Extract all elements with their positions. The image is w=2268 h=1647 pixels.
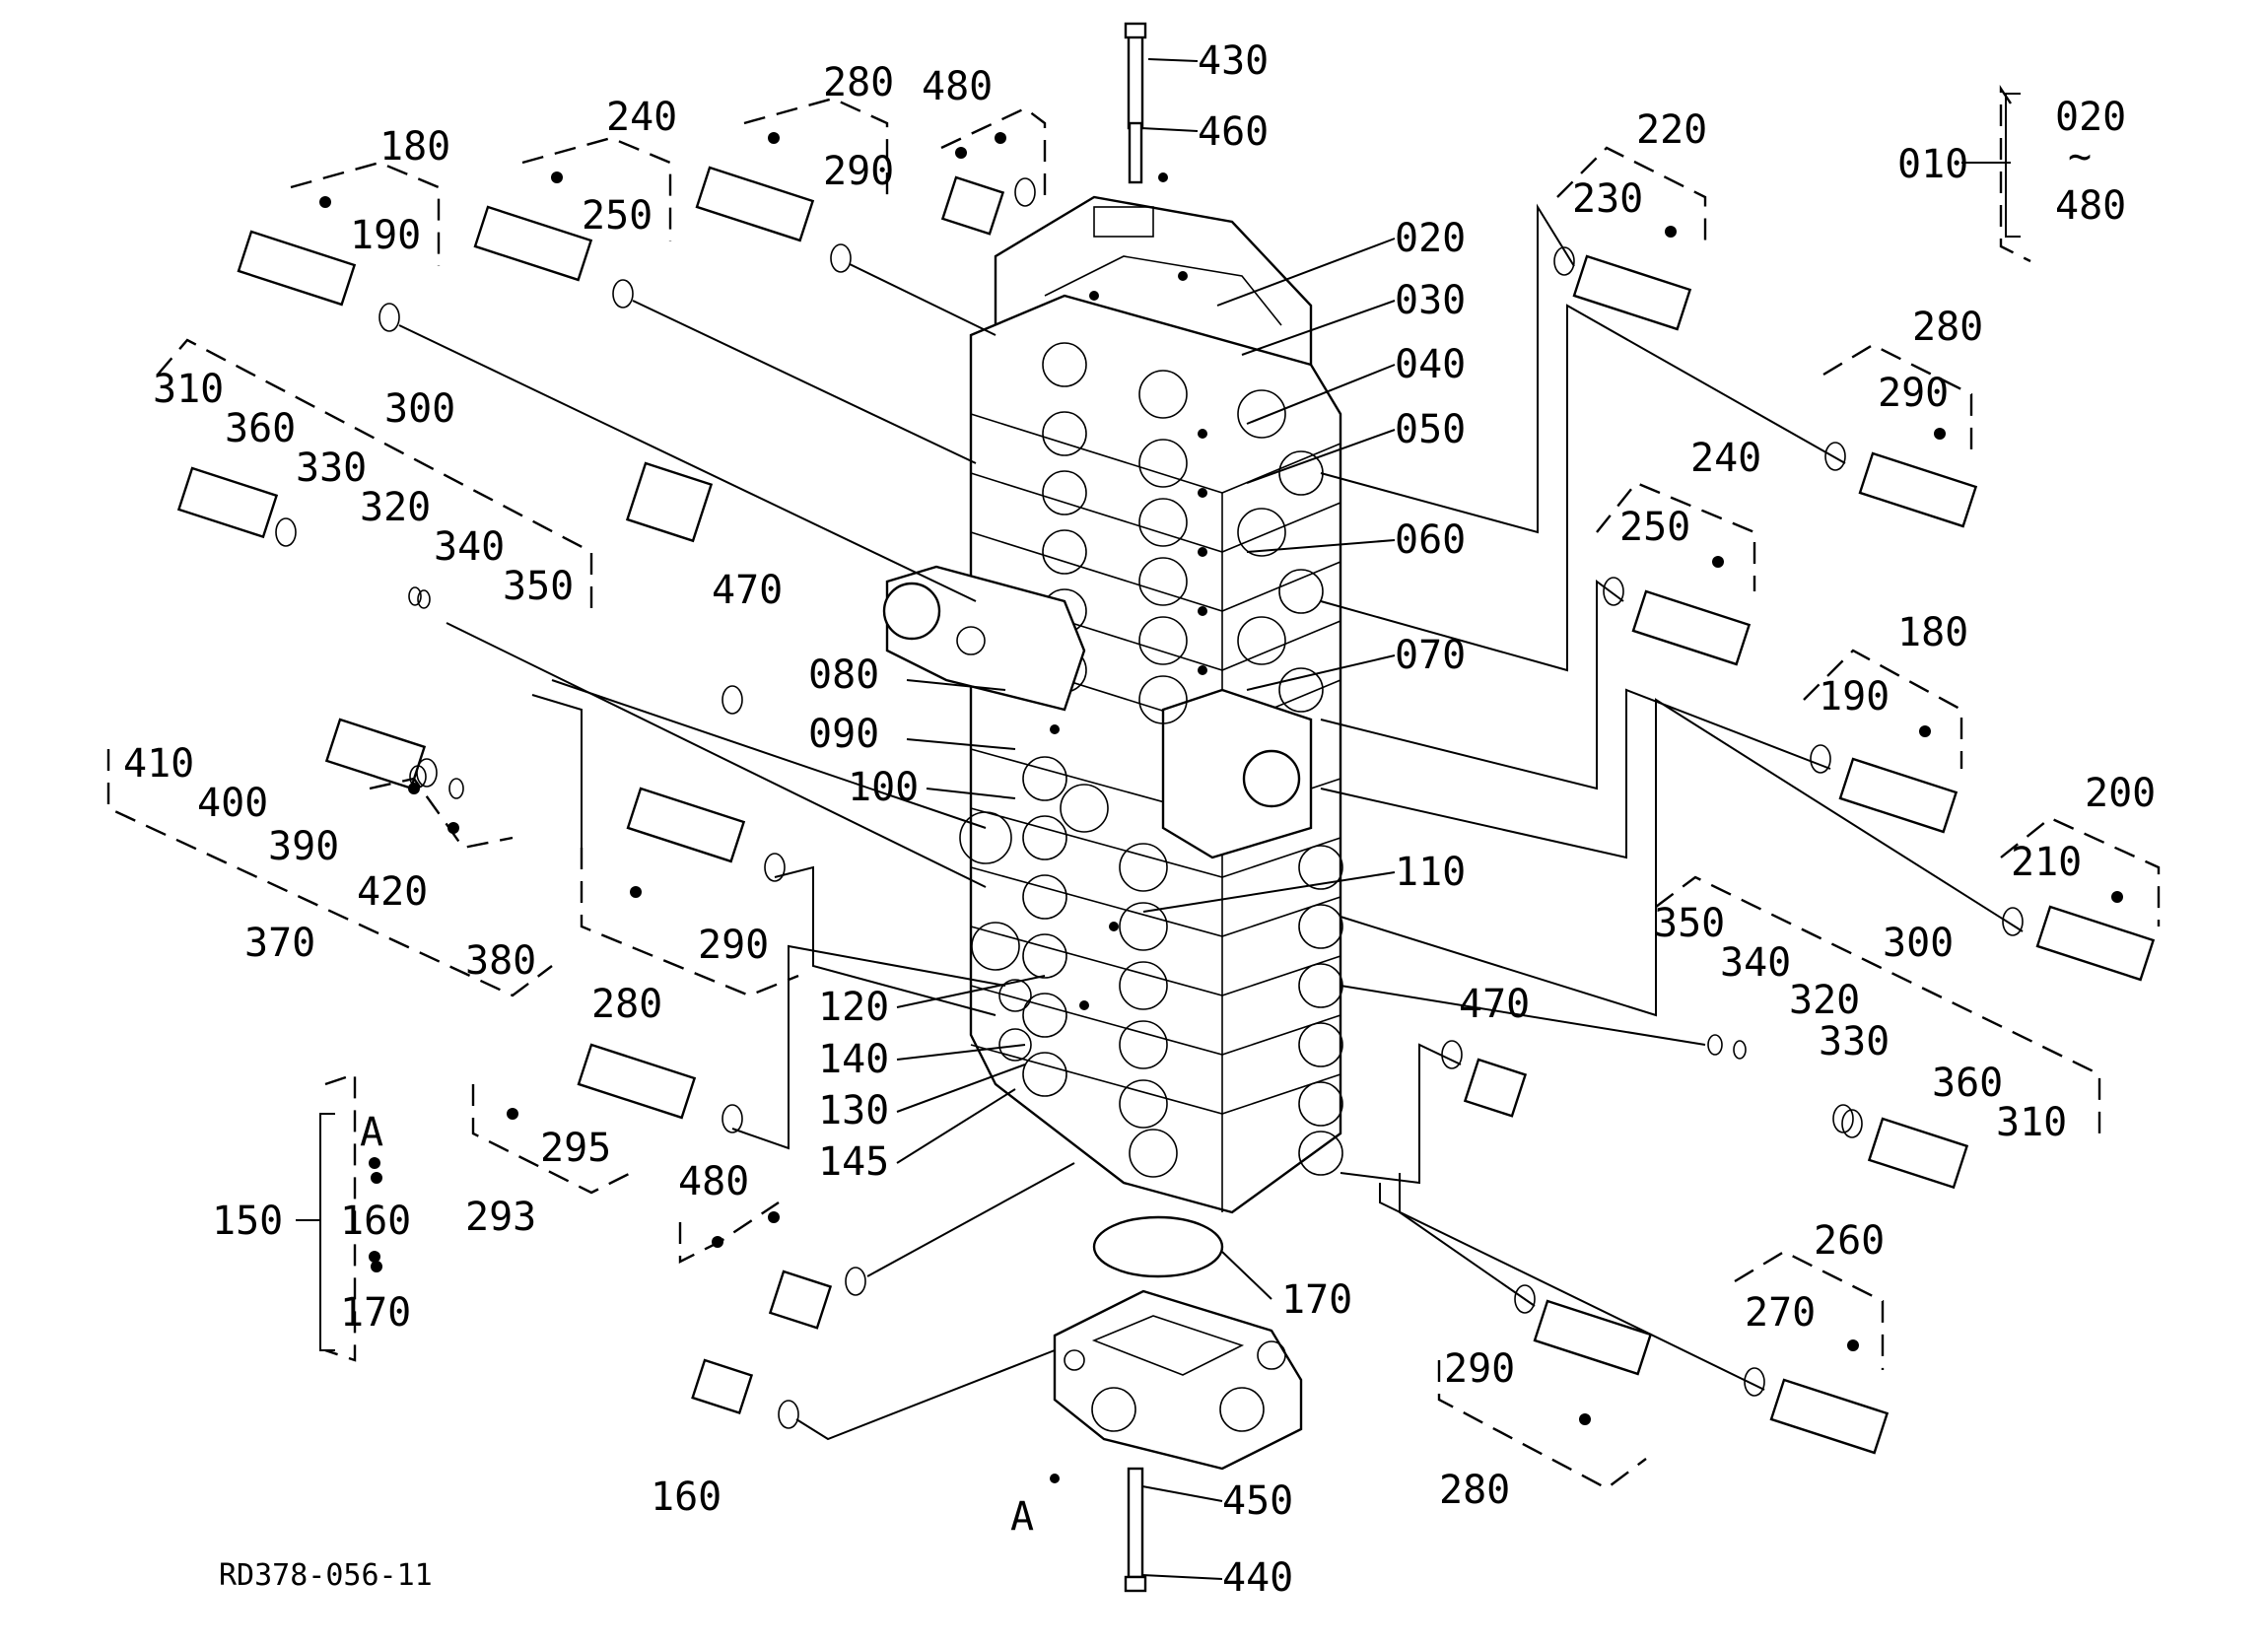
label-180-right: 180 [1897, 610, 1968, 655]
label-420: 420 [357, 869, 428, 915]
label-350-right: 350 [1654, 901, 1725, 946]
legend-brackets [296, 93, 2021, 1351]
label-280-bottom: 280 [1439, 1468, 1510, 1513]
label-220: 220 [1636, 107, 1707, 153]
label-060: 060 [1395, 517, 1466, 563]
label-480-top: 480 [922, 64, 993, 109]
drawing-number: RD378-056-11 [219, 1558, 433, 1593]
label-090: 090 [808, 712, 879, 757]
label-170: 170 [1281, 1277, 1352, 1323]
label-360-right: 360 [1932, 1061, 2003, 1106]
label-240-left: 240 [606, 95, 677, 140]
label-250-left: 250 [582, 193, 653, 239]
label-070: 070 [1395, 633, 1466, 678]
label-450: 450 [1222, 1478, 1293, 1524]
label-290-top: 290 [823, 149, 894, 194]
label-200: 200 [2085, 771, 2156, 816]
label-480-bottom: 480 [678, 1159, 749, 1204]
label-360-left: 360 [225, 406, 296, 451]
label-a-legend: A [360, 1110, 383, 1155]
label-080: 080 [808, 652, 879, 698]
label-290-bottom: 290 [1444, 1346, 1515, 1392]
label-330-right: 330 [1819, 1019, 1890, 1064]
tie-bolt-bottom [1124, 1467, 1147, 1593]
label-240-right: 240 [1690, 436, 1761, 481]
part-labels: 430 460 020 030 040 050 060 070 110 080 … [123, 38, 2156, 1601]
label-290-mid: 290 [698, 923, 769, 968]
label-160-bottom: 160 [651, 1475, 722, 1520]
label-350-left: 350 [503, 564, 574, 609]
leader-lines [398, 58, 2024, 1580]
tie-bolt-top [1124, 22, 1147, 184]
label-a-bottom: A [1010, 1494, 1034, 1540]
label-100: 100 [848, 765, 919, 810]
label-470-right: 470 [1459, 982, 1530, 1027]
o-rings [275, 177, 2024, 1429]
label-295: 295 [540, 1126, 611, 1171]
label-145: 145 [818, 1139, 889, 1185]
assembly-group-outlines [106, 85, 2161, 1490]
label-230: 230 [1572, 176, 1643, 222]
label-310-left: 310 [153, 367, 224, 412]
end-cover [1050, 1215, 1303, 1483]
label-190-left: 190 [350, 213, 421, 258]
label-120: 120 [818, 985, 889, 1030]
label-390: 390 [268, 824, 339, 869]
label-150: 150 [212, 1199, 283, 1244]
label-310-right: 310 [1996, 1100, 2067, 1145]
label-430: 430 [1198, 38, 1269, 84]
label-290-right: 290 [1878, 371, 1949, 416]
label-280-top: 280 [823, 60, 894, 105]
label-270: 270 [1745, 1290, 1816, 1336]
label-020-legend: 020 [2055, 95, 2126, 140]
label-020: 020 [1395, 216, 1466, 261]
label-480-legend: 480 [2055, 183, 2126, 229]
label-410: 410 [123, 741, 194, 787]
label-110: 110 [1395, 850, 1466, 895]
label-190-right: 190 [1819, 674, 1890, 720]
label-300-right: 300 [1883, 921, 1954, 966]
label-260: 260 [1814, 1218, 1885, 1264]
label-030: 030 [1395, 278, 1466, 323]
label-tilde: ~ [2068, 134, 2092, 179]
label-250-right: 250 [1619, 505, 1690, 550]
control-valve-assembly [882, 172, 1343, 1214]
label-380: 380 [465, 938, 536, 984]
label-170-legend: 170 [340, 1290, 411, 1336]
label-460: 460 [1198, 109, 1269, 155]
label-293: 293 [465, 1195, 536, 1240]
label-370: 370 [244, 921, 315, 966]
label-040: 040 [1395, 342, 1466, 387]
label-340-right: 340 [1720, 940, 1791, 986]
label-050: 050 [1395, 407, 1466, 452]
label-330-left: 330 [296, 446, 367, 491]
marker-dots [319, 132, 2123, 1425]
label-320-left: 320 [360, 485, 431, 530]
label-300-left: 300 [384, 386, 455, 432]
label-340-left: 340 [434, 524, 505, 570]
label-140: 140 [818, 1037, 889, 1082]
label-320-right: 320 [1789, 978, 1860, 1023]
label-280-right: 280 [1912, 305, 1983, 350]
label-400: 400 [197, 781, 268, 826]
label-280-mid: 280 [591, 982, 662, 1027]
label-160-legend: 160 [340, 1199, 411, 1244]
label-180-left: 180 [379, 124, 450, 170]
label-010: 010 [1897, 142, 1968, 187]
label-440: 440 [1222, 1555, 1293, 1601]
label-210: 210 [2011, 840, 2082, 885]
relief-valves [176, 166, 2156, 1455]
label-470-left: 470 [712, 568, 783, 613]
label-130: 130 [818, 1088, 889, 1133]
